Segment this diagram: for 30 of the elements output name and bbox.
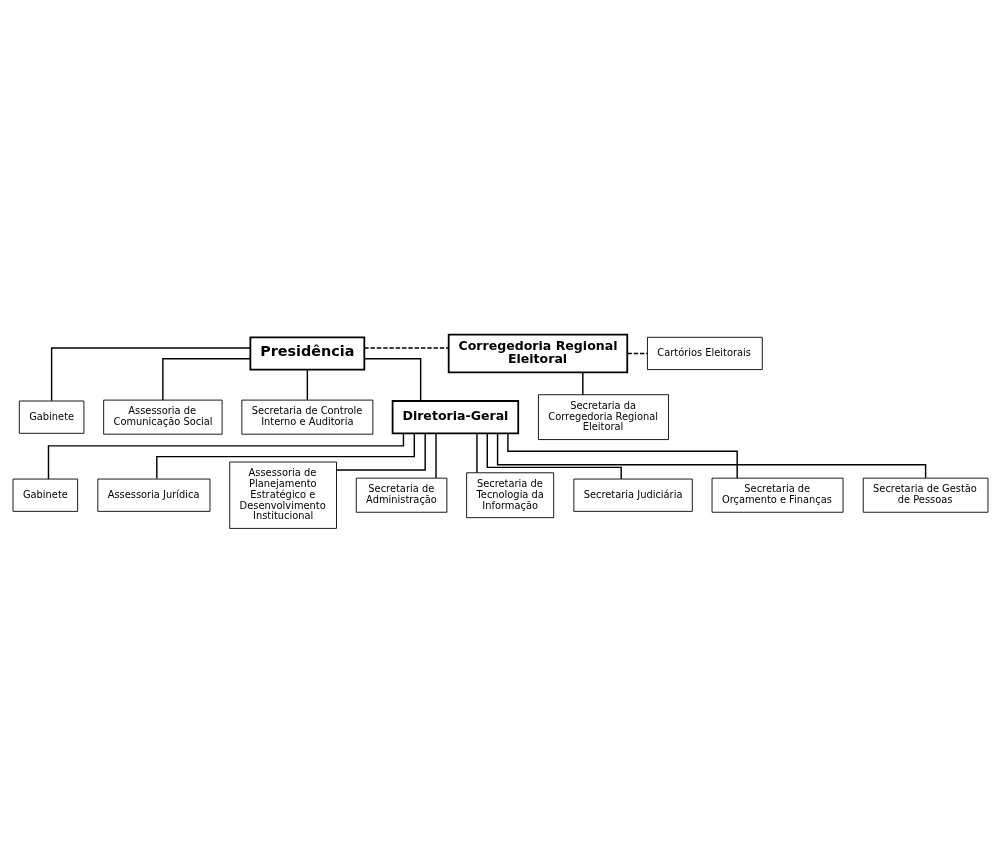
node-box: Assessoria de Comunicação Social <box>103 399 223 435</box>
node-box: Gabinete <box>12 478 79 512</box>
connector <box>336 432 426 471</box>
node-box: Gabinete <box>18 400 85 434</box>
node-box: Assessoria de Planejamento Estratégico e Desenvolvimento Institucional <box>229 461 337 529</box>
node-box: Secretaria de Orçamento e Finanças <box>711 477 844 513</box>
connector <box>306 368 309 401</box>
node-box: Secretaria de Controle Interno e Auditoria <box>241 399 374 435</box>
connector <box>486 432 622 480</box>
connector <box>363 357 422 402</box>
node-box: Secretaria de Administração <box>355 477 448 513</box>
connector <box>50 346 251 401</box>
node-box: Diretoria-Geral <box>391 399 520 434</box>
connector <box>476 432 478 473</box>
connector <box>47 432 405 480</box>
node-box: Cartórios Eleitorais <box>647 336 763 370</box>
node-box: Assessoria Jurídica <box>97 478 211 512</box>
node-box: Secretaria Judiciária <box>573 478 693 512</box>
connector <box>582 371 584 395</box>
connector <box>156 432 416 479</box>
node-box: Secretaria de Tecnologia da Informação <box>466 471 555 518</box>
node-box: Secretaria da Corregedoria Regional Eleitoral <box>537 393 669 440</box>
connector <box>626 352 649 354</box>
connector <box>435 432 437 479</box>
node-box: Secretaria de Gestão de Pessoas <box>862 477 989 513</box>
node-box: Corregedoria Regional Eleitoral <box>447 333 629 373</box>
connector <box>363 346 450 349</box>
connector <box>507 432 738 479</box>
connector <box>162 357 251 401</box>
node-box: Presidência <box>249 335 366 370</box>
